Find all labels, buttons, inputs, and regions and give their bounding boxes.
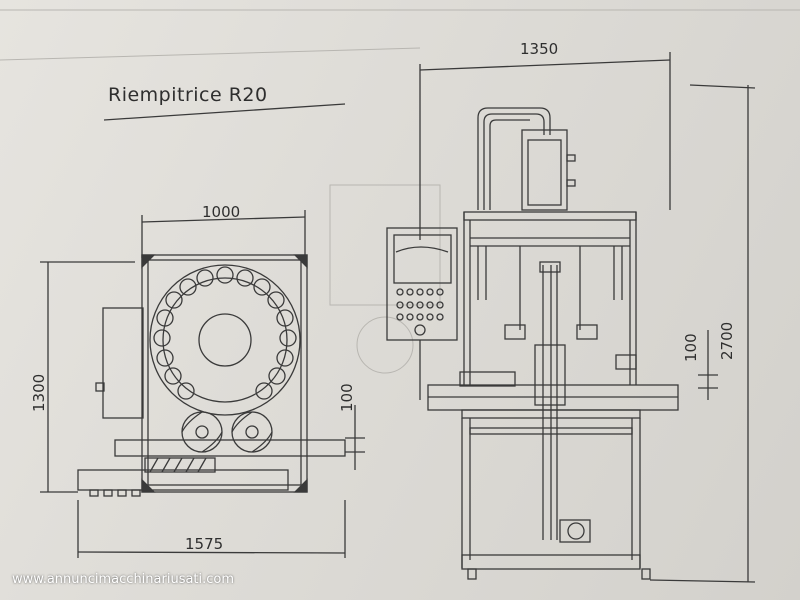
bottle-positions: [153, 266, 297, 400]
control-panel-buttons: [396, 288, 444, 336]
right-view: [386, 52, 756, 583]
dimension-bottom-width: 1575: [185, 535, 224, 553]
title-underline: [103, 103, 346, 121]
dimension-left-width: 1000: [202, 203, 241, 221]
dimension-top-width: 1350: [520, 40, 559, 58]
faint-background-lines: [0, 9, 800, 374]
watermark-text: www.annuncimacchinariusati.com: [12, 572, 235, 587]
drawing-title: Riempitrice R20: [108, 84, 268, 106]
left-view: [40, 210, 365, 558]
